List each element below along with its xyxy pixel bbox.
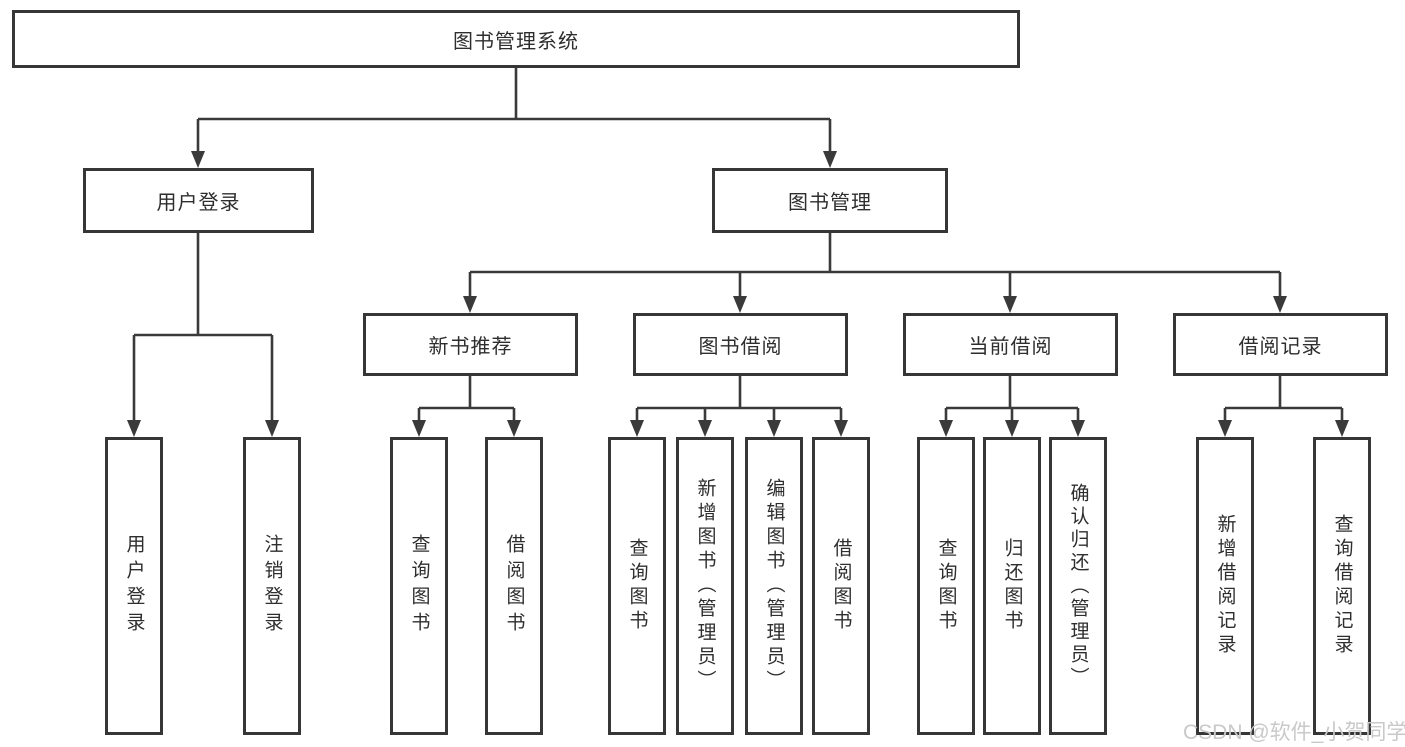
node-current-borrow: 当前借阅 [903, 313, 1118, 376]
leaf-borrow-books: 借阅图书 [812, 437, 870, 735]
leaf-query-books-current: 查询图书 [917, 437, 975, 735]
arrowheads [127, 151, 1349, 437]
csdn-watermark: CSDN @软件_小贺同学 [1183, 721, 1405, 744]
node-borrow-records: 借阅记录 [1173, 313, 1388, 376]
leaf-add-books-admin: 新增图书（管理员） [676, 437, 734, 735]
leaf-logout: 注销登录 [243, 437, 301, 735]
leaf-borrow-books-recommend: 借阅图书 [485, 437, 543, 735]
leaf-query-borrow-record: 查询借阅记录 [1313, 437, 1371, 735]
node-book-management: 图书管理 [712, 168, 948, 233]
leaf-user-login: 用户登录 [105, 437, 163, 735]
leaf-confirm-return-admin: 确认归还（管理员） [1049, 437, 1107, 735]
node-user-login: 用户登录 [83, 168, 314, 233]
leaf-edit-books-admin: 编辑图书（管理员） [745, 437, 803, 735]
node-root-system: 图书管理系统 [12, 10, 1020, 68]
node-new-book-recommend: 新书推荐 [363, 313, 578, 376]
node-book-borrow: 图书借阅 [633, 313, 848, 376]
leaf-query-books-borrow: 查询图书 [608, 437, 666, 735]
leaf-add-borrow-record: 新增借阅记录 [1196, 437, 1254, 735]
leaf-return-books: 归还图书 [983, 437, 1041, 735]
leaf-query-books-recommend: 查询图书 [390, 437, 448, 735]
